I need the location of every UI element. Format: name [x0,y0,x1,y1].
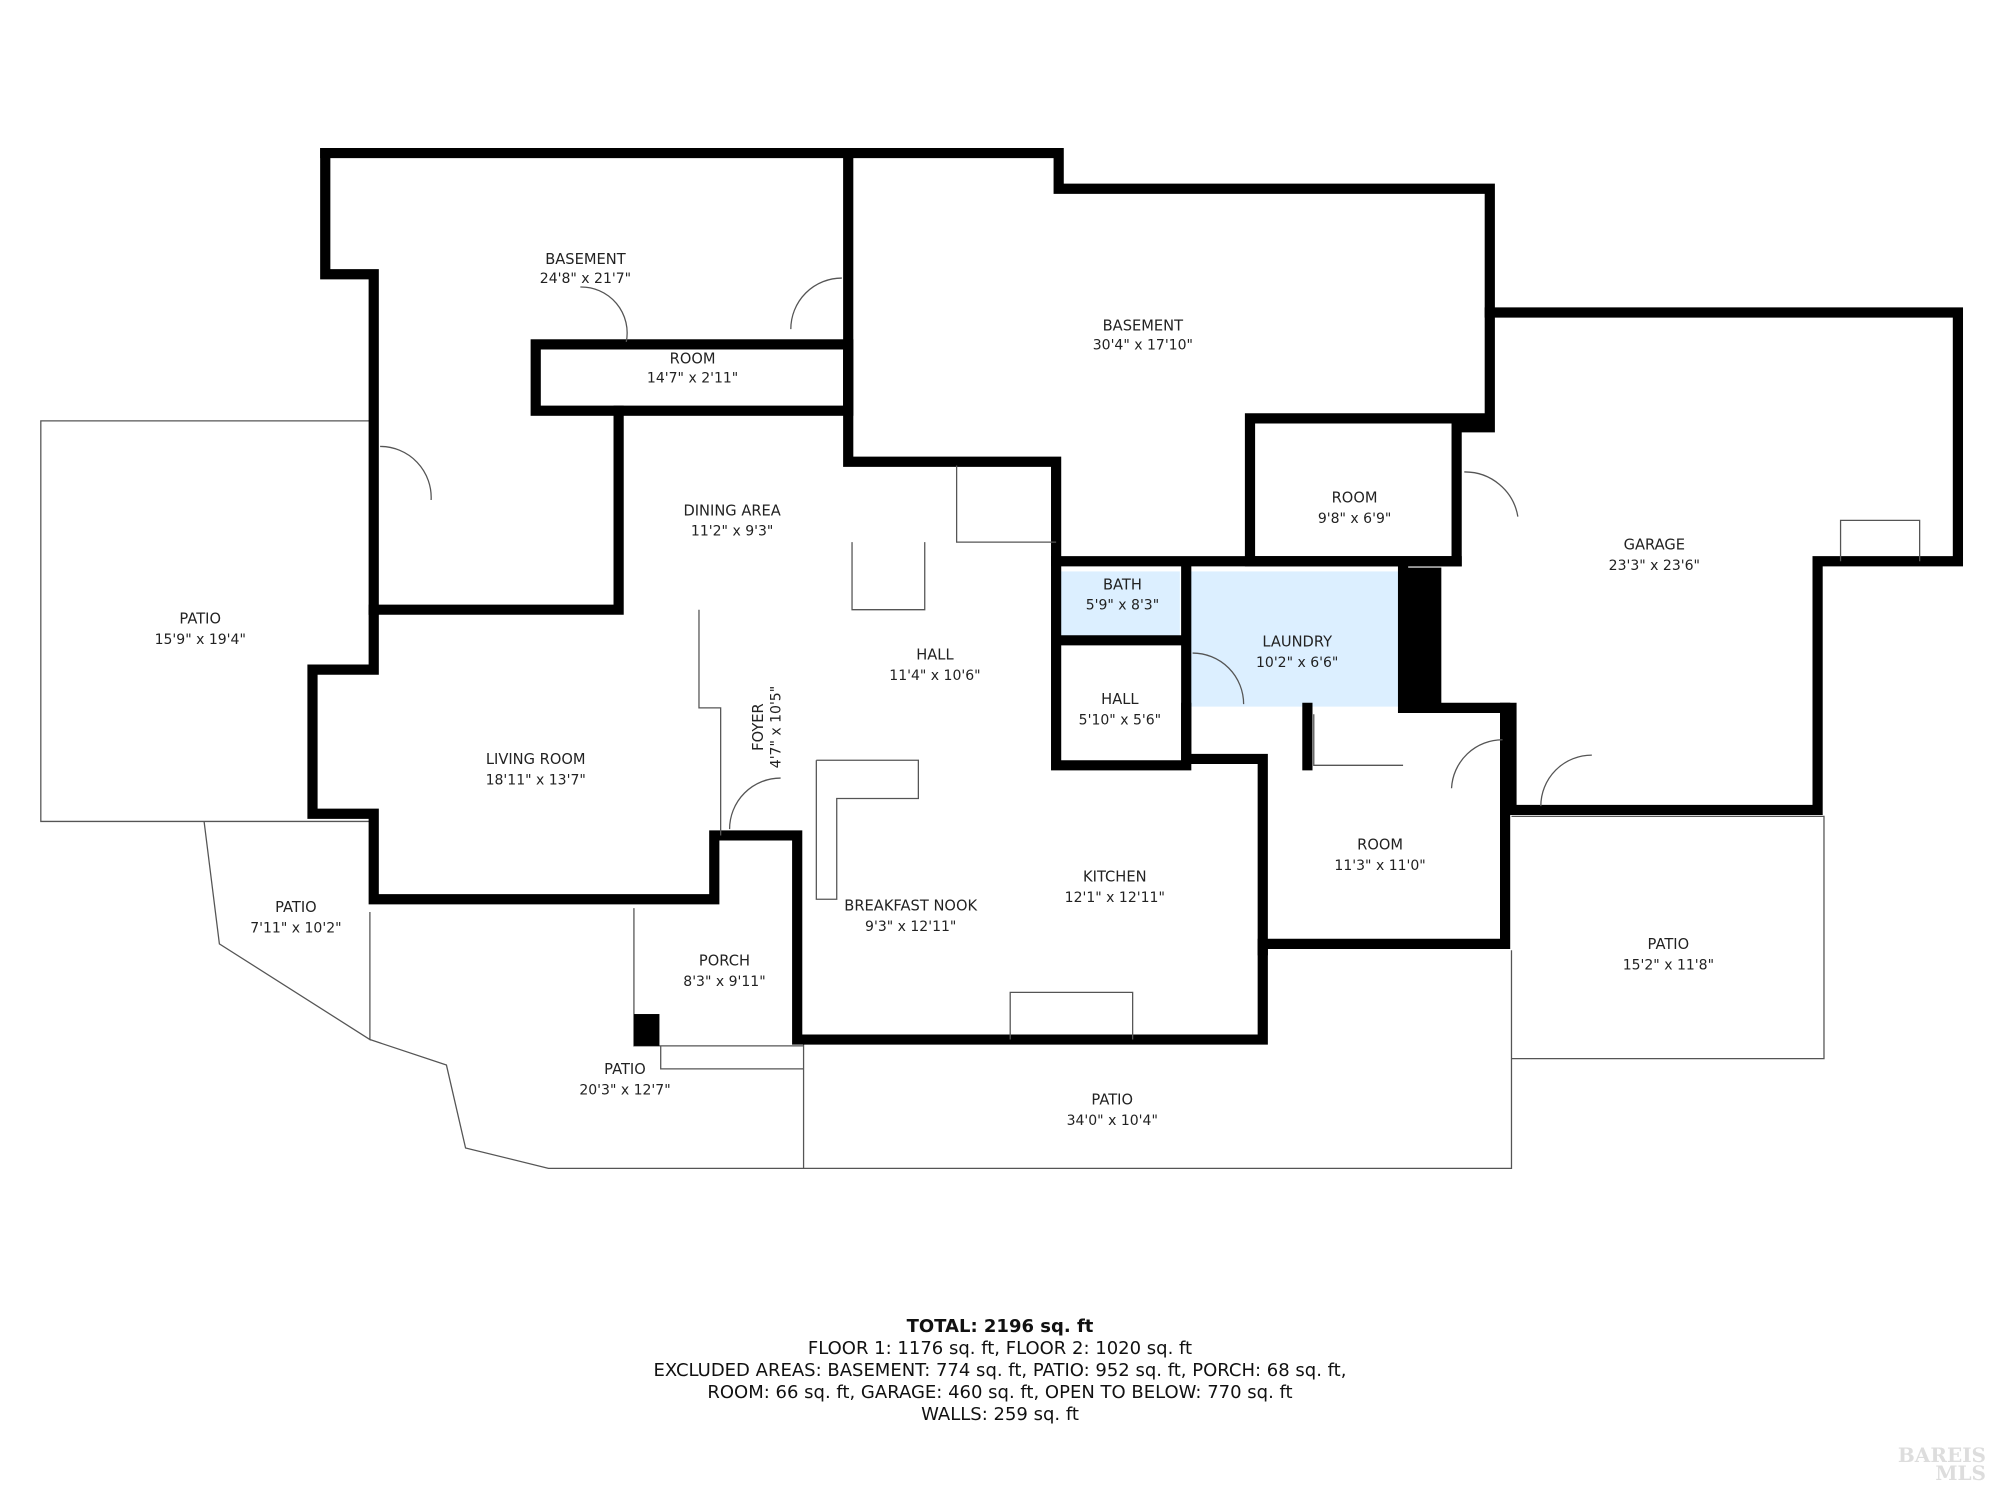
room-hall-small: HALL 5'10" x 5'6" [1079,691,1161,728]
svg-text:PORCH: PORCH [699,953,750,970]
svg-text:PATIO: PATIO [1091,1092,1133,1109]
area-summary: TOTAL: 2196 sq. ft FLOOR 1: 1176 sq. ft,… [0,1316,2000,1426]
svg-text:12'1" x 12'11": 12'1" x 12'11" [1065,890,1165,906]
room-kitchen: KITCHEN 12'1" x 12'11" [1065,868,1165,905]
room-basement-right: BASEMENT 30'4" x 17'10" [1093,317,1193,353]
room-room-basement: ROOM 9'8" x 6'9" [1318,490,1391,527]
svg-text:9'3" x 12'11": 9'3" x 12'11" [865,919,956,935]
svg-text:BREAKFAST NOOK: BREAKFAST NOOK [844,898,977,915]
svg-text:PATIO: PATIO [275,899,317,916]
bareis-mls-logo: BAREIS MLS [1897,1443,1986,1485]
room-room-main: ROOM 11'3" x 11'0" [1334,836,1425,873]
room-living-room: LIVING ROOM 18'11" x 13'7" [486,751,586,788]
room-patio-sw: PATIO 7'11" x 10'2" [250,899,341,936]
room-patio-south: PATIO 20'3" x 12'7" [579,1061,670,1098]
svg-text:14'7" x 2'11": 14'7" x 2'11" [647,371,738,387]
svg-text:PATIO: PATIO [179,611,221,628]
svg-text:GARAGE: GARAGE [1624,537,1685,554]
total-area: TOTAL: 2196 sq. ft [906,1316,1094,1337]
svg-text:30'4" x 17'10": 30'4" x 17'10" [1093,337,1193,353]
room-garage: GARAGE 23'3" x 23'6" [1609,537,1700,574]
walls-area: WALLS: 259 sq. ft [921,1404,1079,1425]
svg-text:HALL: HALL [916,646,954,663]
svg-text:8'3" x 9'11": 8'3" x 9'11" [683,974,765,990]
patio-outlines [40,420,1825,1170]
logo-line-1: BAREIS [1897,1443,1986,1467]
svg-text:18'11" x 13'7": 18'11" x 13'7" [486,772,586,788]
svg-text:4'7" x 10'5": 4'7" x 10'5" [769,686,785,768]
room-dining-area: DINING AREA 11'2" x 9'3" [683,502,780,539]
svg-text:BASEMENT: BASEMENT [545,251,626,268]
svg-text:PATIO: PATIO [604,1061,646,1078]
room-bath: BATH 5'9" x 8'3" [1086,576,1159,613]
walls [307,147,1964,1046]
excluded-areas-1: EXCLUDED AREAS: BASEMENT: 774 sq. ft, PA… [653,1360,1347,1381]
svg-text:5'10" x 5'6": 5'10" x 5'6" [1079,712,1161,728]
svg-text:DINING AREA: DINING AREA [683,502,780,519]
room-breakfast-nook: BREAKFAST NOOK 9'3" x 12'11" [844,898,977,935]
svg-text:9'8" x 6'9": 9'8" x 6'9" [1318,511,1391,527]
svg-text:BASEMENT: BASEMENT [1103,317,1184,334]
svg-text:11'4" x 10'6": 11'4" x 10'6" [889,668,980,684]
svg-text:15'9" x 19'4": 15'9" x 19'4" [155,632,246,648]
svg-text:HALL: HALL [1101,691,1139,708]
room-laundry: LAUNDRY 10'2" x 6'6" [1256,634,1338,671]
room-patio-east: PATIO 15'2" x 11'8" [1623,936,1714,973]
svg-text:LIVING ROOM: LIVING ROOM [486,751,586,768]
room-basement-left: BASEMENT 24'8" x 21'7" [540,251,631,287]
svg-text:11'2" x 9'3": 11'2" x 9'3" [691,524,773,540]
svg-text:ROOM: ROOM [1332,490,1378,507]
svg-text:7'11" x 10'2": 7'11" x 10'2" [250,920,341,936]
svg-text:ROOM: ROOM [670,351,716,368]
svg-text:10'2" x 6'6": 10'2" x 6'6" [1256,655,1338,671]
room-patio-front: PATIO 34'0" x 10'4" [1067,1092,1158,1129]
svg-text:LAUNDRY: LAUNDRY [1262,634,1332,651]
svg-text:24'8" x 21'7": 24'8" x 21'7" [540,271,631,287]
room-room-upper: ROOM 14'7" x 2'11" [647,351,738,387]
svg-text:11'3" x 11'0": 11'3" x 11'0" [1334,858,1425,874]
svg-text:KITCHEN: KITCHEN [1083,868,1147,885]
svg-text:20'3" x 12'7": 20'3" x 12'7" [579,1082,670,1098]
svg-text:23'3" x 23'6": 23'3" x 23'6" [1609,558,1700,574]
room-patio-west: PATIO 15'9" x 19'4" [155,611,246,648]
logo-line-2: MLS [1935,1461,1986,1485]
svg-text:PATIO: PATIO [1648,936,1690,953]
floor-areas: FLOOR 1: 1176 sq. ft, FLOOR 2: 1020 sq. … [807,1338,1193,1359]
svg-text:34'0" x 10'4": 34'0" x 10'4" [1067,1113,1158,1129]
room-hall-main: HALL 11'4" x 10'6" [889,646,980,683]
svg-text:BATH: BATH [1103,576,1142,593]
svg-text:5'9" x 8'3": 5'9" x 8'3" [1086,598,1159,614]
excluded-areas-2: ROOM: 66 sq. ft, GARAGE: 460 sq. ft, OPE… [707,1382,1293,1403]
svg-text:ROOM: ROOM [1357,836,1403,853]
room-porch: PORCH 8'3" x 9'11" [683,953,765,990]
svg-text:FOYER: FOYER [750,703,767,751]
svg-text:15'2" x 11'8": 15'2" x 11'8" [1623,957,1714,973]
